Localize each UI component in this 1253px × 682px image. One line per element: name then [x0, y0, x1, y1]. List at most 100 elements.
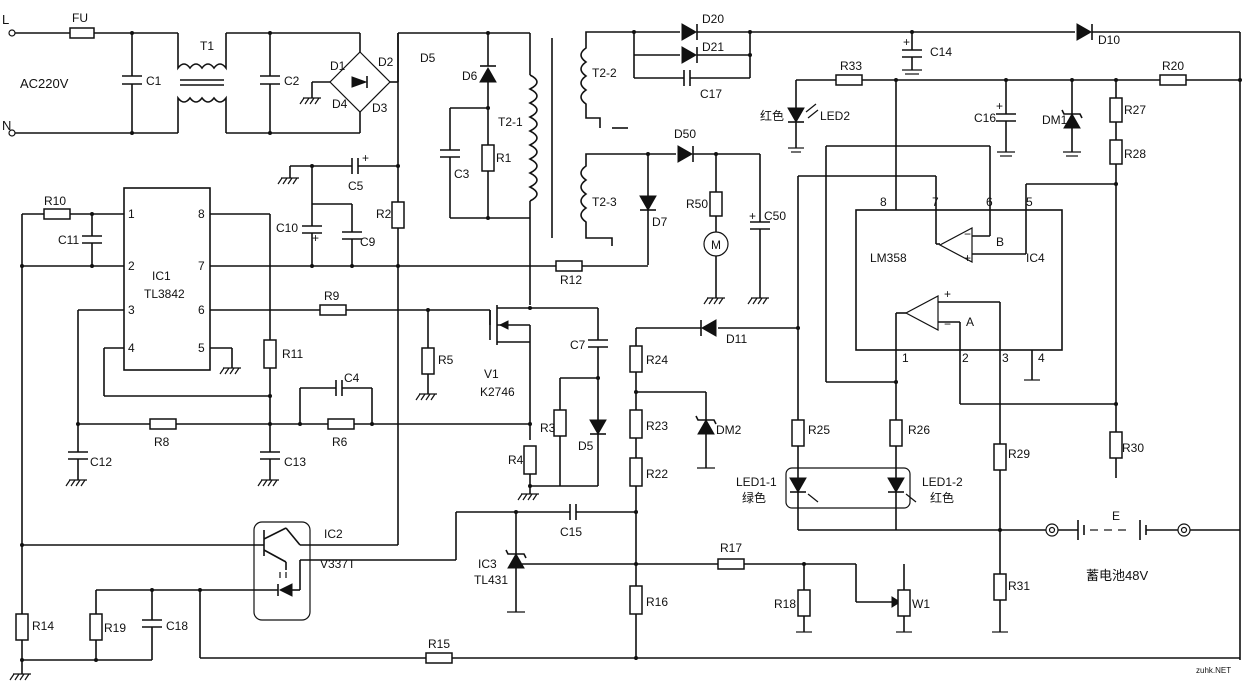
label-r6: R6 [332, 435, 348, 449]
ic4-pin-2: 2 [962, 351, 969, 365]
label-c1: C1 [146, 74, 162, 88]
label-r15: R15 [428, 637, 450, 651]
label-w1: W1 [912, 597, 930, 611]
label-v337t: V337T [320, 557, 356, 571]
label-r17: R17 [720, 541, 742, 555]
label-ic2: IC2 [324, 527, 343, 541]
label-r19: R19 [104, 621, 126, 635]
label-ac220v: AC220V [20, 76, 69, 91]
label-d20: D20 [702, 12, 724, 26]
label-r5: R5 [438, 353, 454, 367]
ic1-pin-7: 7 [198, 259, 205, 273]
label-r16: R16 [646, 595, 668, 609]
label-lm358: LM358 [870, 251, 907, 265]
ic4-pin-8: 8 [880, 195, 887, 209]
label-c4: C4 [344, 371, 360, 385]
label-r8: R8 [154, 435, 170, 449]
label-k2746: K2746 [480, 385, 515, 399]
label-r1: R1 [496, 151, 512, 165]
ic1-pin-6: 6 [198, 303, 205, 317]
label-r27: R27 [1124, 103, 1146, 117]
ic4-pin-3: 3 [1002, 351, 1009, 365]
label-l: L [2, 12, 9, 27]
label-d7: D7 [652, 215, 668, 229]
label-d50: D50 [674, 127, 696, 141]
label-v1: V1 [484, 367, 499, 381]
label-r12: R12 [560, 273, 582, 287]
label-c5: C5 [348, 179, 364, 193]
label-r23: R23 [646, 419, 668, 433]
label-ic3: IC3 [478, 557, 497, 571]
label-r25: R25 [808, 423, 830, 437]
label-led1-1: LED1-1 [736, 475, 777, 489]
label-r30: R30 [1122, 441, 1144, 455]
label-d5-top: D5 [420, 51, 436, 65]
label-c12: C12 [90, 455, 112, 469]
label-c18: C18 [166, 619, 188, 633]
label-t2-2: T2-2 [592, 66, 617, 80]
ic1-pin-5: 5 [198, 341, 205, 355]
ic4-lm358: − + + − [796, 80, 1116, 444]
ic1-pin-4: 4 [128, 341, 135, 355]
label-opamp-a: A [966, 315, 974, 329]
label-dm1: DM1 [1042, 113, 1068, 127]
label-t1: T1 [200, 39, 214, 53]
label-r22: R22 [646, 467, 668, 481]
label-r2: R2 [376, 207, 392, 221]
label-d3: D3 [372, 101, 388, 115]
label-r4: R4 [508, 453, 524, 467]
label-c15: C15 [560, 525, 582, 539]
label-c11: C11 [58, 233, 79, 247]
label-c10: C10 [276, 221, 298, 235]
label-c2: C2 [284, 74, 300, 88]
fuse-fu [69, 27, 95, 39]
svg-text:+: + [362, 151, 369, 165]
label-r14: R14 [32, 619, 54, 633]
ic1-pin-2: 2 [128, 259, 135, 273]
label-c13: C13 [284, 455, 306, 469]
label-c50: C50 [764, 209, 786, 223]
label-c7: C7 [570, 338, 586, 352]
svg-text:+: + [749, 209, 756, 223]
ic1-pin-1: 1 [128, 207, 135, 221]
label-r28: R28 [1124, 147, 1146, 161]
label-r9: R9 [324, 289, 340, 303]
svg-text:−: − [944, 317, 951, 331]
label-d5: D5 [578, 439, 594, 453]
svg-text:+: + [964, 251, 971, 265]
ic1-tl3842: + + [20, 33, 648, 545]
control-supply: + [787, 74, 1242, 478]
svg-text:+: + [903, 35, 910, 49]
ic4-pin-6: 6 [986, 195, 993, 209]
label-c16: C16 [974, 111, 996, 125]
label-fu: FU [72, 11, 88, 25]
svg-text:M: M [711, 238, 721, 252]
fan-supply: M + [580, 145, 770, 305]
ic4-pin-7: 7 [932, 195, 939, 209]
component-labels: L N FU AC220V T1 C1 C2 D1 D2 D3 D4 D5 D6… [2, 11, 1231, 675]
label-opamp-b: B [996, 235, 1004, 249]
secondary-output: + [580, 23, 1241, 660]
label-r26: R26 [908, 423, 930, 437]
label-red: 红色 [930, 490, 954, 505]
label-d6: D6 [462, 69, 478, 83]
label-tl3842: TL3842 [144, 287, 185, 301]
label-tl431: TL431 [474, 573, 508, 587]
label-r10: R10 [44, 194, 66, 208]
label-dm2: DM2 [716, 423, 742, 437]
label-t2-3: T2-3 [592, 195, 617, 209]
ic4-pin-5: 5 [1026, 195, 1033, 209]
label-r31: R31 [1008, 579, 1030, 593]
label-led1-2: LED1-2 [922, 475, 963, 489]
label-c14: C14 [930, 45, 952, 59]
ic1-pin-8: 8 [198, 207, 205, 221]
watermark: zuhk.NET [1196, 666, 1231, 675]
label-d4: D4 [332, 97, 348, 111]
label-r29: R29 [1008, 447, 1030, 461]
label-battery: 蓄电池48V [1086, 568, 1148, 583]
label-ic1: IC1 [152, 269, 171, 283]
optocoupler-section [9, 521, 1240, 681]
label-r50: R50 [686, 197, 708, 211]
svg-text:+: + [944, 287, 951, 301]
